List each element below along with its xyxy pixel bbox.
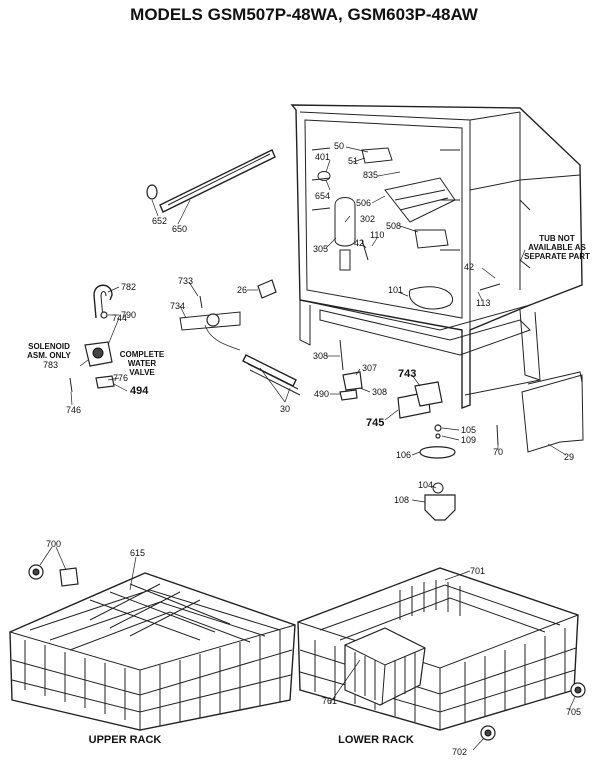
- fan-26: [257, 279, 277, 299]
- label-308a: 308: [313, 351, 328, 361]
- label-506: 506: [356, 198, 371, 208]
- roller-700: [28, 564, 79, 587]
- tub-assembly: [290, 104, 583, 410]
- label-783: 783: [43, 360, 58, 370]
- label-761: 761: [322, 696, 337, 706]
- spray-arm-650: [159, 149, 276, 213]
- label-734: 734: [170, 301, 185, 311]
- label-108: 108: [394, 495, 409, 505]
- label-494: 494: [130, 385, 149, 397]
- svg-text:AVAILABLE AS: AVAILABLE AS: [528, 243, 586, 252]
- label-705: 705: [566, 707, 581, 717]
- diagram-title: MODELS GSM507P-48WA, GSM603P-48AW: [130, 5, 479, 24]
- roller-705: [570, 682, 586, 698]
- label-702: 702: [452, 747, 467, 757]
- label-835: 835: [363, 170, 378, 180]
- label-701: 701: [470, 566, 485, 576]
- label-700: 700: [46, 539, 61, 549]
- upper-rack: [9, 572, 296, 731]
- label-113: 113: [476, 298, 490, 308]
- label-104: 104: [418, 480, 433, 490]
- svg-text:SEPARATE PART: SEPARATE PART: [524, 252, 590, 261]
- label-743: 743: [398, 368, 416, 380]
- label-106: 106: [396, 450, 411, 460]
- svg-text:SOLENOID: SOLENOID: [28, 342, 70, 351]
- svg-text:ASM. ONLY: ASM. ONLY: [27, 351, 71, 360]
- svg-text:WATER: WATER: [128, 359, 157, 368]
- label-105: 105: [461, 425, 476, 435]
- label-652: 652: [152, 216, 167, 226]
- lower-rack: [297, 567, 579, 731]
- valve-note: COMPLETE WATER VALVE: [120, 350, 165, 377]
- part-labels: 50 51 401 835 654 506 302 508 110 42 305…: [43, 141, 581, 757]
- svg-text:VALVE: VALVE: [129, 368, 155, 377]
- upper-rack-label: UPPER RACK: [89, 734, 162, 746]
- water-valve-744: [84, 341, 115, 389]
- roller-702: [480, 725, 496, 741]
- label-50: 50: [334, 141, 344, 151]
- label-650: 650: [172, 224, 187, 234]
- label-790: 790: [121, 310, 136, 320]
- bearing-652: [146, 184, 158, 200]
- label-30: 30: [280, 404, 290, 414]
- label-42a: 42: [354, 238, 364, 248]
- pump-parts: [339, 339, 499, 521]
- label-42b: 42: [464, 262, 474, 272]
- label-51: 51: [348, 156, 358, 166]
- svg-text:COMPLETE: COMPLETE: [120, 350, 165, 359]
- gasket-30: [242, 354, 301, 396]
- screw-746: [69, 377, 73, 393]
- label-508: 508: [386, 221, 401, 231]
- label-302: 302: [360, 214, 375, 224]
- label-490: 490: [314, 389, 329, 399]
- label-308b: 308: [372, 387, 387, 397]
- lower-rack-label: LOWER RACK: [338, 734, 414, 746]
- label-776: 776: [113, 373, 128, 383]
- label-29: 29: [564, 452, 574, 462]
- leader-lines: [39, 146, 576, 751]
- label-746: 746: [66, 405, 81, 415]
- wire-harness-734: [179, 295, 241, 351]
- label-745: 745: [366, 417, 384, 429]
- label-307: 307: [362, 363, 377, 373]
- label-782: 782: [121, 282, 136, 292]
- label-101: 101: [388, 285, 403, 295]
- label-110: 110: [370, 230, 384, 240]
- label-26: 26: [237, 285, 247, 295]
- hose-782: [93, 284, 113, 319]
- label-401: 401: [315, 152, 330, 162]
- label-305: 305: [313, 244, 328, 254]
- label-109: 109: [461, 435, 476, 445]
- label-733: 733: [178, 276, 193, 286]
- label-615: 615: [130, 548, 145, 558]
- svg-text:TUB NOT: TUB NOT: [539, 234, 575, 243]
- panel-29: [521, 371, 584, 453]
- label-654: 654: [315, 191, 330, 201]
- tub-note: TUB NOT AVAILABLE AS SEPARATE PART: [524, 234, 590, 261]
- label-70: 70: [493, 447, 503, 457]
- solenoid-note: SOLENOID ASM. ONLY: [27, 342, 71, 360]
- label-744: 744: [112, 313, 127, 323]
- clamp-790: [100, 311, 108, 319]
